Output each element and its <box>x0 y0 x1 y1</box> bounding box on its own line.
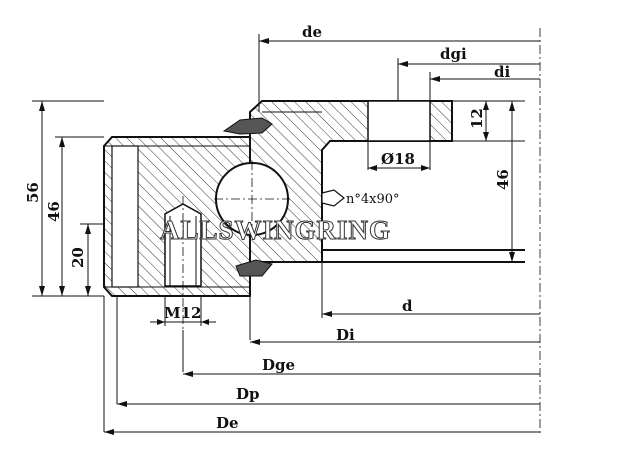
label-height-56: 56 <box>24 182 42 203</box>
inner-ring <box>249 100 525 263</box>
extension-lines <box>103 34 431 432</box>
watermark: ALLSWINGRING <box>160 215 391 245</box>
lube-nipple <box>321 189 345 207</box>
label-height-46-right: 46 <box>494 169 512 190</box>
label-De: De <box>216 414 239 432</box>
label-bolt-hole: Ø18 <box>381 150 415 168</box>
label-lube-nipple: n°4x90° <box>346 192 400 207</box>
label-thread: M12 <box>164 304 201 322</box>
label-Dge: Dge <box>262 356 295 374</box>
label-d: d <box>402 297 413 315</box>
label-dgi: dgi <box>440 45 467 63</box>
upper-seal <box>222 117 273 135</box>
label-Dp: Dp <box>236 385 260 403</box>
ball <box>214 161 290 237</box>
horizontal-dimension-lines <box>104 38 540 435</box>
label-di: di <box>494 63 510 81</box>
label-height-12: 12 <box>468 108 486 129</box>
label-height-46-left: 46 <box>45 201 63 222</box>
vertical-dimension-right <box>483 101 515 262</box>
lower-seal <box>235 259 273 277</box>
bolt-hole-dimension <box>367 141 431 171</box>
vertical-dimension-left <box>32 100 104 297</box>
label-Di: Di <box>336 326 355 344</box>
threaded-hole <box>164 196 202 372</box>
label-height-20: 20 <box>69 247 87 268</box>
label-de: de <box>302 23 322 41</box>
